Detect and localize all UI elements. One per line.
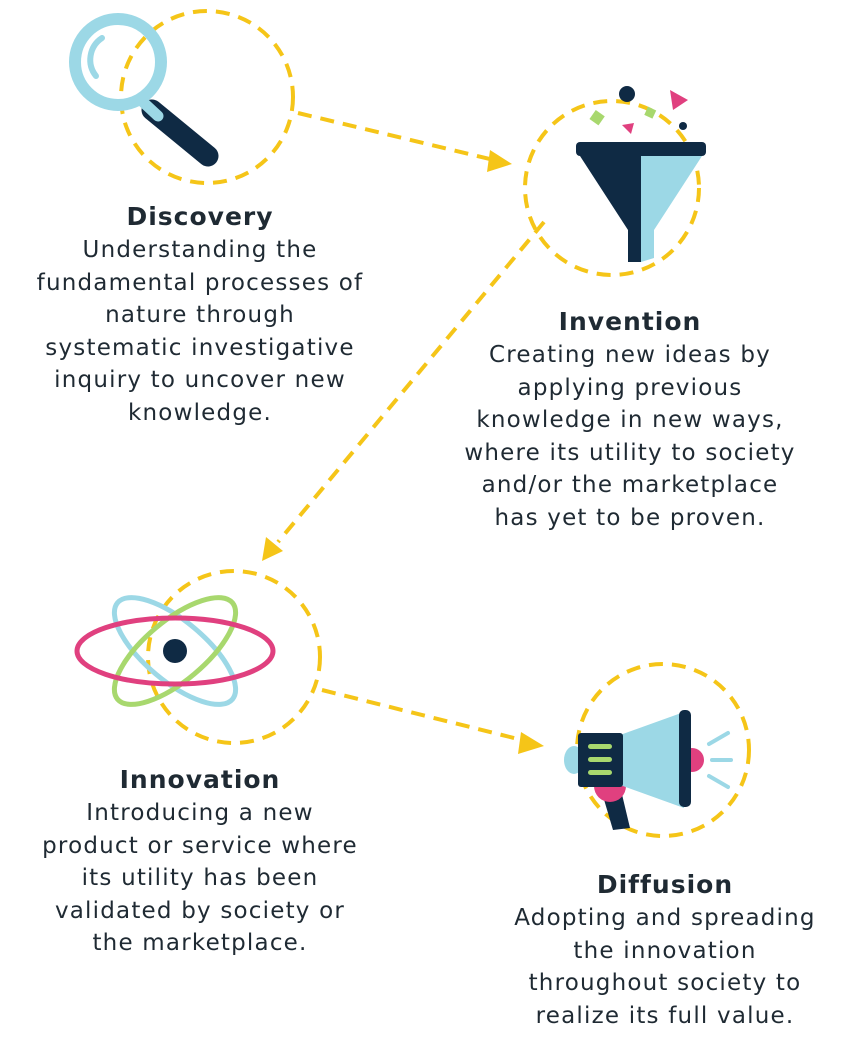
- megaphone-icon: [564, 710, 733, 830]
- stage-description-line: the marketplace.: [92, 930, 308, 956]
- stage-description-line: Understanding the: [82, 237, 318, 263]
- innovation-stage: Innovation Introducing a new product or …: [0, 763, 400, 960]
- stage-description-line: knowledge.: [128, 399, 272, 426]
- invention-dashed-circle: [523, 99, 701, 277]
- stage-description-line: its utility has been: [81, 865, 319, 891]
- discovery-stage: Discovery Understanding the fundamental …: [30, 200, 370, 429]
- innovation-dashed-circle: [146, 569, 322, 745]
- arrow-invention-to-innovation: [262, 220, 546, 561]
- atom-icon: [74, 595, 276, 707]
- arrow-innovation-to-diffusion: [321, 688, 544, 754]
- stage-description-line: applying previous: [517, 374, 743, 401]
- stage-description-line: realize its full value.: [535, 1002, 795, 1029]
- stage-description-line: Adopting and spreading: [514, 905, 816, 931]
- stage-description-line: the innovation: [573, 937, 757, 964]
- stage-description-line: Introducing a new: [86, 800, 314, 826]
- stage-title: Innovation: [119, 765, 281, 794]
- arrow-discovery-to-invention: [297, 111, 512, 172]
- stage-title: Discovery: [126, 202, 274, 231]
- stage-description-line: and/or the marketplace: [481, 472, 779, 498]
- stage-description-line: validated by society or: [54, 897, 346, 924]
- stage-description-line: nature through: [105, 302, 295, 328]
- stage-description-line: throughout society to: [528, 970, 802, 996]
- diffusion-dashed-circle: [575, 662, 751, 838]
- discovery-dashed-circle: [119, 9, 295, 185]
- stage-description-line: fundamental processes of: [36, 269, 364, 296]
- stage-description-line: knowledge in new ways,: [476, 407, 784, 433]
- funnel-icon: [576, 86, 706, 262]
- stage-description-line: Creating new ideas by: [489, 342, 771, 368]
- invention-stage: Invention Creating new ideas by applying…: [440, 305, 820, 534]
- stage-description-line: has yet to be proven.: [494, 504, 766, 531]
- stage-title: Diffusion: [596, 870, 734, 899]
- stage-description-line: where its utility to society: [464, 439, 796, 466]
- magnifying-glass-icon: [69, 13, 219, 167]
- stage-title: Invention: [558, 307, 702, 336]
- stage-description-line: product or service where: [42, 832, 358, 859]
- diffusion-stage: Diffusion Adopting and spreading the inn…: [480, 868, 850, 1032]
- stage-description-line: systematic investigative: [45, 334, 355, 361]
- stage-description-line: inquiry to uncover new: [54, 367, 346, 393]
